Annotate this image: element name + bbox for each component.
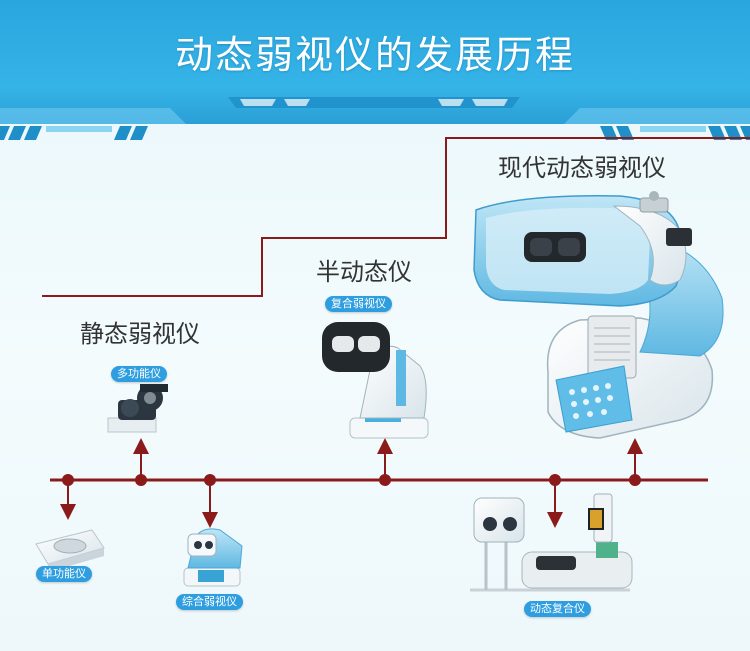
page-title: 动态弱视仪的发展历程: [174, 33, 575, 77]
node: [629, 474, 641, 486]
node: [549, 474, 561, 486]
badge-multi: 多功能仪: [111, 366, 167, 382]
device-multi-image: [107, 384, 168, 433]
node: [62, 474, 74, 486]
stage-static-label: 静态弱视仪: [80, 320, 200, 348]
device-modern-image: [473, 191, 724, 439]
stage-semi-label: 半动态仪: [316, 258, 412, 286]
badge-comprehensive: 综合弱视仪: [176, 594, 243, 610]
stage-modern-label: 现代动态弱视仪: [498, 154, 666, 182]
device-dynamic-composite-image: [470, 493, 633, 592]
progress-staircase: [42, 137, 750, 297]
device-comprehensive-image: [183, 528, 243, 587]
device-composite-image: [322, 322, 429, 439]
header-decoration: [0, 97, 750, 140]
node: [204, 474, 216, 486]
badge-dynamic-composite: 动态复合仪: [524, 601, 591, 617]
badge-single: 单功能仪: [36, 566, 92, 582]
node: [379, 474, 391, 486]
badge-composite: 复合弱视仪: [325, 296, 392, 312]
node: [135, 474, 147, 486]
